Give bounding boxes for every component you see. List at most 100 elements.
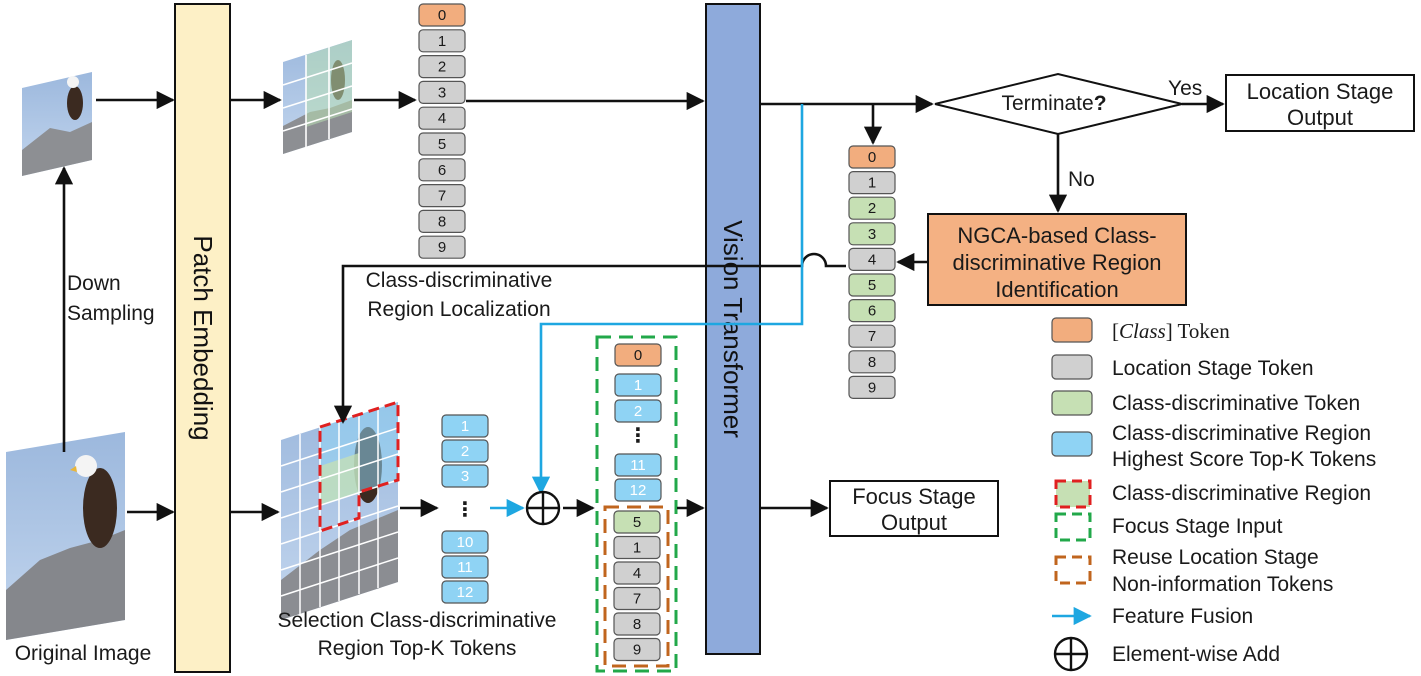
focus-stage-input-frame [595, 335, 678, 673]
focus-token-2: 2 [614, 399, 662, 423]
svg-text:4: 4 [868, 251, 876, 268]
location-input-tokens: 0 1 2 3 4 5 6 7 8 9 [418, 3, 466, 259]
svg-text:9: 9 [438, 239, 446, 256]
topk-token-2: 3 [441, 464, 489, 488]
topk-token-4: 10 [441, 530, 489, 554]
location-input-token-0: 0 [418, 3, 466, 27]
legend-topk-line1: Class-discriminative Region [1112, 422, 1371, 445]
legend-focus-input-swatch [1054, 512, 1092, 542]
patch-grid-image [282, 40, 353, 154]
svg-text:1: 1 [868, 175, 876, 192]
focus-token-0: 0 [614, 343, 662, 367]
legend-elementwise-add: Element-wise Add [1112, 643, 1280, 666]
ngca-line2: discriminative Region [952, 250, 1161, 275]
down-sampling-line2: Sampling [67, 302, 155, 325]
focus-output-line1: Focus Stage [852, 484, 976, 509]
svg-text:6: 6 [438, 162, 446, 179]
svg-text:0: 0 [868, 149, 876, 166]
location-output-token-6: 6 [848, 299, 896, 323]
svg-text:5: 5 [868, 277, 876, 294]
selection-line1: Selection Class-discriminative [278, 609, 557, 632]
svg-text:1: 1 [438, 33, 446, 50]
svg-text:3: 3 [461, 468, 469, 485]
svg-text:2: 2 [461, 443, 469, 460]
original-image [6, 432, 125, 640]
legend-cd-token: Class-discriminative Token [1112, 392, 1360, 415]
feature-fusion-path [531, 104, 804, 495]
region-grid-image [280, 399, 400, 620]
down-sampling-line1: Down [67, 272, 121, 295]
original-image-label: Original Image [15, 642, 152, 665]
focus-token-4: 11 [614, 453, 662, 477]
legend-class-swatch [1051, 317, 1093, 343]
selection-line2: Region Top-K Tokens [318, 637, 517, 660]
legend-topk-line2: Highest Score Top-K Tokens [1112, 448, 1376, 471]
svg-text:3: 3 [868, 226, 876, 243]
focus-token-ellipsis: ⋮ [628, 425, 648, 447]
legend-focus-input: Focus Stage Input [1112, 515, 1283, 538]
vision-transformer-box [705, 3, 761, 655]
yes-label: Yes [1168, 77, 1202, 100]
location-output-tokens: 0 1 2 3 4 5 6 7 8 9 [848, 145, 896, 399]
svg-text:8: 8 [633, 616, 641, 633]
legend-location-swatch [1051, 354, 1093, 380]
location-input-token-1: 1 [418, 29, 466, 53]
location-input-token-3: 3 [418, 80, 466, 105]
svg-text:9: 9 [633, 642, 641, 659]
terminate-text: Terminate? [1001, 92, 1106, 115]
reuse-tokens-frame [603, 505, 670, 668]
legend-cd-region: Class-discriminative Region [1112, 482, 1371, 505]
patch-embedding-label: Patch Embedding [188, 235, 218, 440]
location-output-token-9: 9 [848, 375, 896, 399]
svg-text:11: 11 [630, 457, 646, 474]
svg-text:6: 6 [868, 303, 876, 320]
focus-token-1: 1 [614, 373, 662, 397]
location-input-token-5: 5 [418, 132, 466, 156]
svg-text:2: 2 [634, 403, 642, 420]
location-output-token-2: 2 [848, 196, 896, 220]
svg-text:12: 12 [630, 482, 647, 499]
no-label: No [1068, 168, 1095, 191]
focus-reuse-token-3: 7 [613, 586, 661, 611]
svg-text:0: 0 [438, 7, 446, 24]
location-input-token-8: 8 [418, 209, 466, 233]
legend-feature-fusion: Feature Fusion [1112, 605, 1253, 628]
legend-cd-swatch [1051, 390, 1093, 416]
location-output-token-7: 7 [848, 324, 896, 348]
svg-text:9: 9 [868, 379, 876, 396]
legend-reuse-line2: Non-information Tokens [1112, 573, 1333, 596]
topk-token-ellipsis: ⋮ [455, 499, 475, 521]
svg-text:3: 3 [438, 84, 446, 101]
ngca-box [927, 213, 1187, 306]
legend-reuse-swatch [1054, 555, 1092, 585]
svg-text:4: 4 [438, 110, 446, 127]
svg-text:2: 2 [438, 59, 446, 76]
topk-token-0: 1 [441, 414, 489, 438]
location-output-token-8: 8 [848, 350, 896, 374]
svg-text:1: 1 [634, 377, 642, 394]
location-input-token-7: 7 [418, 184, 466, 208]
focus-output-line2: Output [881, 510, 947, 535]
downsampled-image [22, 72, 92, 176]
focus-token-5: 12 [614, 478, 662, 502]
svg-text:5: 5 [438, 136, 446, 153]
legend-cd-region-swatch [1054, 479, 1092, 509]
location-output-token-3: 3 [848, 222, 896, 246]
svg-text:0: 0 [634, 347, 642, 364]
svg-text:⋮: ⋮ [455, 499, 475, 521]
svg-text:4: 4 [633, 565, 641, 582]
legend-topk-swatch [1051, 431, 1093, 457]
vision-transformer-label: Vision Transformer [718, 220, 748, 438]
location-input-token-4: 4 [418, 106, 466, 130]
svg-text:7: 7 [438, 188, 446, 205]
svg-text:11: 11 [457, 559, 473, 576]
legend-add-swatch [1053, 636, 1089, 672]
location-stage-output-box [1225, 74, 1415, 132]
location-output-token-4: 4 [848, 247, 896, 271]
ngca-line3: Identification [995, 277, 1119, 302]
svg-text:8: 8 [868, 354, 876, 371]
patch-embedding-box [174, 3, 231, 673]
